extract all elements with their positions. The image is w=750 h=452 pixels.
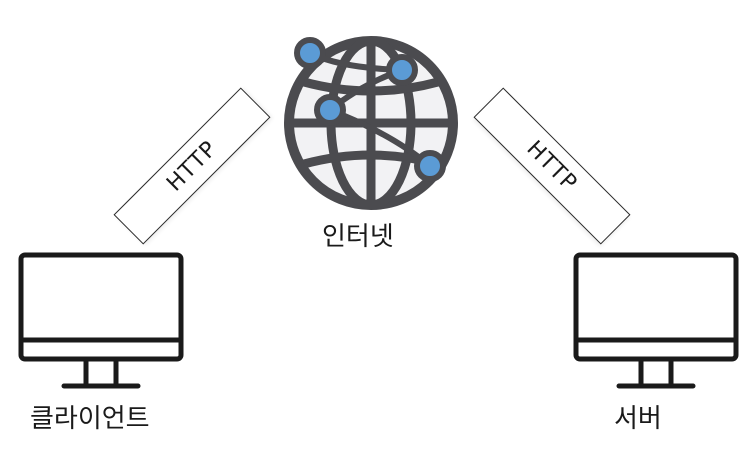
network-node-dots bbox=[294, 37, 446, 182]
internet-label: 인터넷 bbox=[322, 222, 394, 252]
http-link-label: HTTP bbox=[161, 135, 223, 197]
http-link-client-internet: HTTP bbox=[113, 87, 271, 245]
server-monitor-icon bbox=[573, 252, 739, 389]
client-label: 클라이언트 bbox=[30, 404, 150, 434]
client-monitor-icon bbox=[18, 252, 184, 389]
http-link-internet-server: HTTP bbox=[473, 87, 631, 245]
http-link-label: HTTP bbox=[521, 135, 583, 197]
globe-network-icon bbox=[284, 36, 458, 210]
server-label: 서버 bbox=[614, 404, 662, 434]
